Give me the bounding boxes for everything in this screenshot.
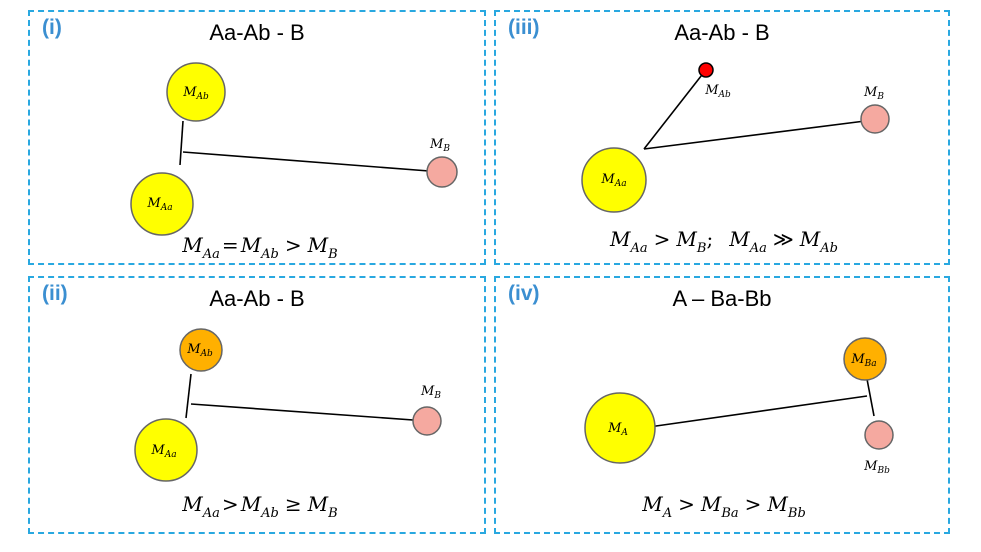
outer-link bbox=[182, 151, 443, 173]
outer-link bbox=[648, 395, 868, 428]
star-aa-ab-b-aa bbox=[130, 172, 194, 236]
inner-link bbox=[866, 378, 875, 417]
mass-label: MAa bbox=[600, 172, 626, 189]
diagram-iv: MA MBa MBb MA>MBa>MBb bbox=[584, 337, 894, 521]
star-aa bbox=[134, 418, 198, 482]
inner-link bbox=[643, 70, 706, 150]
panel-i: (i) Aa-Ab - B MAb MAa MB MAa=MAb>MB bbox=[28, 10, 486, 265]
panel-label: (iii) bbox=[508, 16, 540, 39]
panel-label: (ii) bbox=[42, 282, 68, 305]
panel-title: A – Ba-Bb bbox=[672, 286, 772, 311]
star-b bbox=[412, 406, 442, 436]
panel-title: Aa-Ab - B bbox=[209, 20, 305, 45]
star-aa bbox=[581, 147, 647, 213]
inner-link bbox=[185, 373, 192, 419]
star-b bbox=[426, 156, 458, 188]
panel-label: (i) bbox=[42, 16, 62, 39]
outer-link bbox=[643, 119, 874, 150]
star-b bbox=[860, 104, 890, 134]
star-ab bbox=[179, 328, 223, 372]
mass-label: MA bbox=[607, 421, 628, 438]
diagram-ii: MAb MAa MB MAa>MAb≥MB bbox=[134, 328, 442, 521]
mass-label: MAa bbox=[150, 443, 176, 460]
star-ab bbox=[698, 62, 714, 78]
star-bb bbox=[864, 420, 894, 450]
mass-relation: MA>MBa>MBb bbox=[641, 492, 806, 521]
mass-label: MAb bbox=[182, 85, 209, 102]
mass-relation: MAa=MAb>MB bbox=[181, 233, 337, 262]
mass-label: MBb bbox=[863, 459, 890, 476]
mass-label: MB bbox=[429, 137, 450, 154]
panel-iii: (iii) Aa-Ab - B MAa MAb MB MAa>MB;MAa≫MA… bbox=[494, 10, 950, 265]
star-ba bbox=[843, 337, 887, 381]
panel-title: Aa-Ab - B bbox=[674, 20, 770, 45]
mass-label: MBa bbox=[850, 352, 876, 369]
mass-label: MAa bbox=[146, 196, 172, 213]
panel-title: Aa-Ab - B bbox=[209, 286, 305, 311]
panel-iv: (iv) A – Ba-Bb MA MBa MBb MA>MBa>MBb bbox=[494, 276, 950, 534]
inner-link bbox=[179, 120, 184, 166]
star-aa-ab-b-ab bbox=[166, 62, 226, 122]
mass-relation: MAa>MB;MAa≫MAb bbox=[609, 227, 838, 256]
mass-label: MB bbox=[863, 85, 884, 102]
panel-label: (iv) bbox=[508, 282, 540, 305]
mass-relation: MAa>MAb≥MB bbox=[181, 492, 337, 521]
star-a bbox=[584, 392, 656, 464]
mass-label: MAb bbox=[186, 342, 213, 359]
panel-ii: (ii) Aa-Ab - B MAb MAa MB MAa>MAb≥MB bbox=[28, 276, 486, 534]
mass-label: MB bbox=[420, 384, 441, 401]
diagram-iii: MAa MAb MB MAa>MB;MAa≫MAb bbox=[581, 62, 890, 256]
diagram-i: MAb MAa MB MAa=MAb>MB bbox=[130, 62, 458, 262]
mass-label: MAb bbox=[704, 83, 731, 100]
outer-link bbox=[190, 403, 428, 422]
